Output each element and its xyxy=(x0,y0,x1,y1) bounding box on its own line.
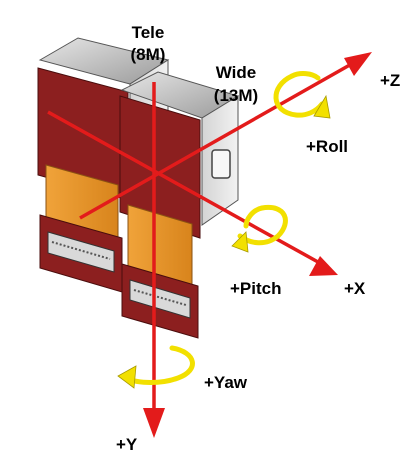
axis-z-arrowhead xyxy=(344,52,372,76)
roll-rotation-arrow xyxy=(273,71,331,119)
roll-arrowhead xyxy=(313,94,331,119)
roll-label: +Roll xyxy=(306,137,348,156)
wide-lens-window xyxy=(211,149,231,179)
tele-camera-label: Tele xyxy=(132,23,165,42)
axis-y xyxy=(143,82,165,438)
tele-resolution-label: (8M) xyxy=(131,45,166,64)
pitch-arrowhead xyxy=(231,231,249,253)
wide-connector xyxy=(129,279,191,319)
yaw-label: +Yaw xyxy=(204,373,248,392)
wide-flex-board xyxy=(119,95,201,239)
axis-z-label: +Z xyxy=(380,71,400,90)
axis-z xyxy=(79,52,372,220)
pitch-label: +Pitch xyxy=(230,279,282,298)
axis-x-arrowhead xyxy=(309,256,338,276)
wide-camera-module xyxy=(119,71,240,339)
yaw-arrowhead xyxy=(117,365,137,389)
pitch-rotation-arrow xyxy=(231,204,288,253)
wide-resolution-label: (13M) xyxy=(214,86,258,105)
axis-y-arrowhead xyxy=(143,408,165,438)
wide-camera-label: Wide xyxy=(216,63,256,82)
axis-y-label: +Y xyxy=(116,435,138,454)
yaw-rotation-arrow xyxy=(117,345,195,389)
axis-x-label: +X xyxy=(344,279,366,298)
tele-connector xyxy=(47,231,115,273)
